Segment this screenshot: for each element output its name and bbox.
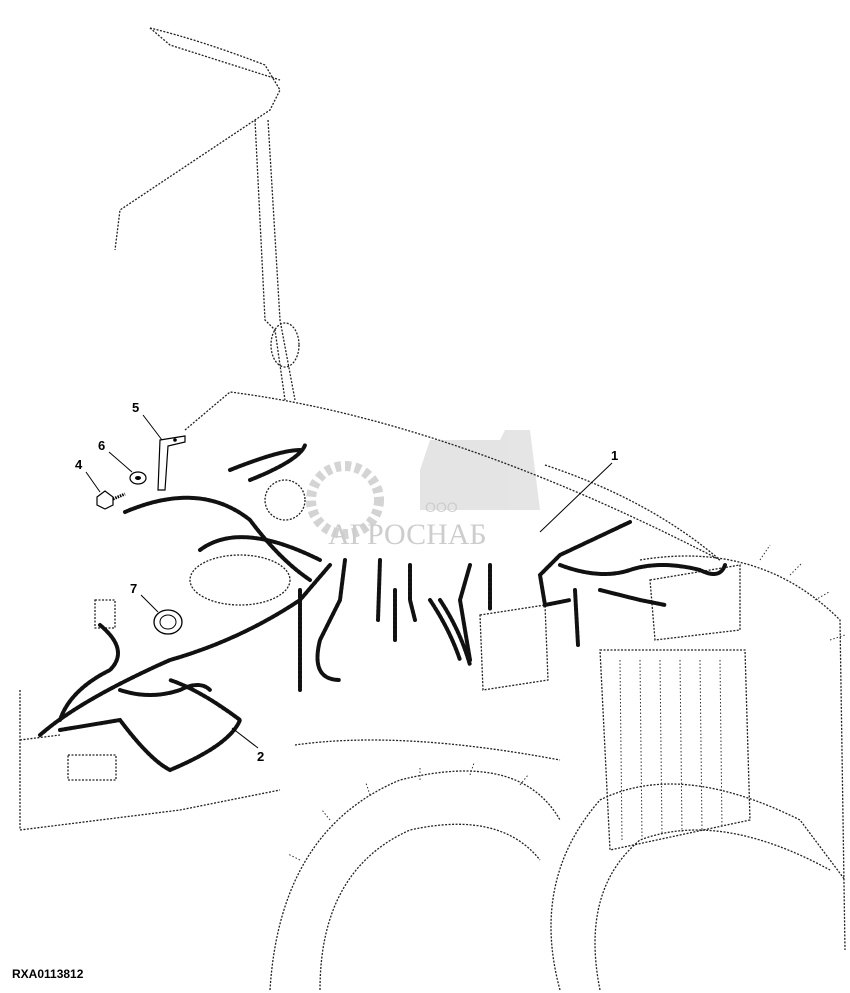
watermark-brand: АГРОСНАБ	[328, 518, 487, 551]
leader-lines	[85, 414, 613, 749]
callout-7: 7	[130, 581, 137, 596]
cap-screw	[96, 490, 126, 510]
front-tire	[550, 544, 846, 991]
clamp-bracket	[157, 435, 186, 491]
connector-block	[94, 599, 116, 629]
cab-outline	[114, 27, 300, 401]
figure-id: RXA0113812	[12, 967, 84, 981]
control-module	[479, 604, 549, 691]
fuse-block	[649, 564, 741, 641]
callout-6: 6	[98, 438, 105, 453]
grommet	[153, 609, 183, 635]
callout-2: 2	[257, 749, 264, 764]
washer	[129, 471, 147, 485]
callout-5: 5	[132, 400, 139, 415]
harness-1	[537, 520, 727, 647]
callout-4: 4	[75, 457, 83, 472]
grille	[599, 649, 751, 851]
callout-1: 1	[611, 448, 618, 463]
hood-outline	[19, 391, 721, 831]
watermark-logo: ООО АГРОСНАБ	[306, 430, 540, 551]
watermark-prefix: ООО	[425, 499, 458, 515]
rear-tire	[269, 762, 561, 991]
harness-2	[38, 443, 492, 773]
alternator	[189, 479, 306, 606]
